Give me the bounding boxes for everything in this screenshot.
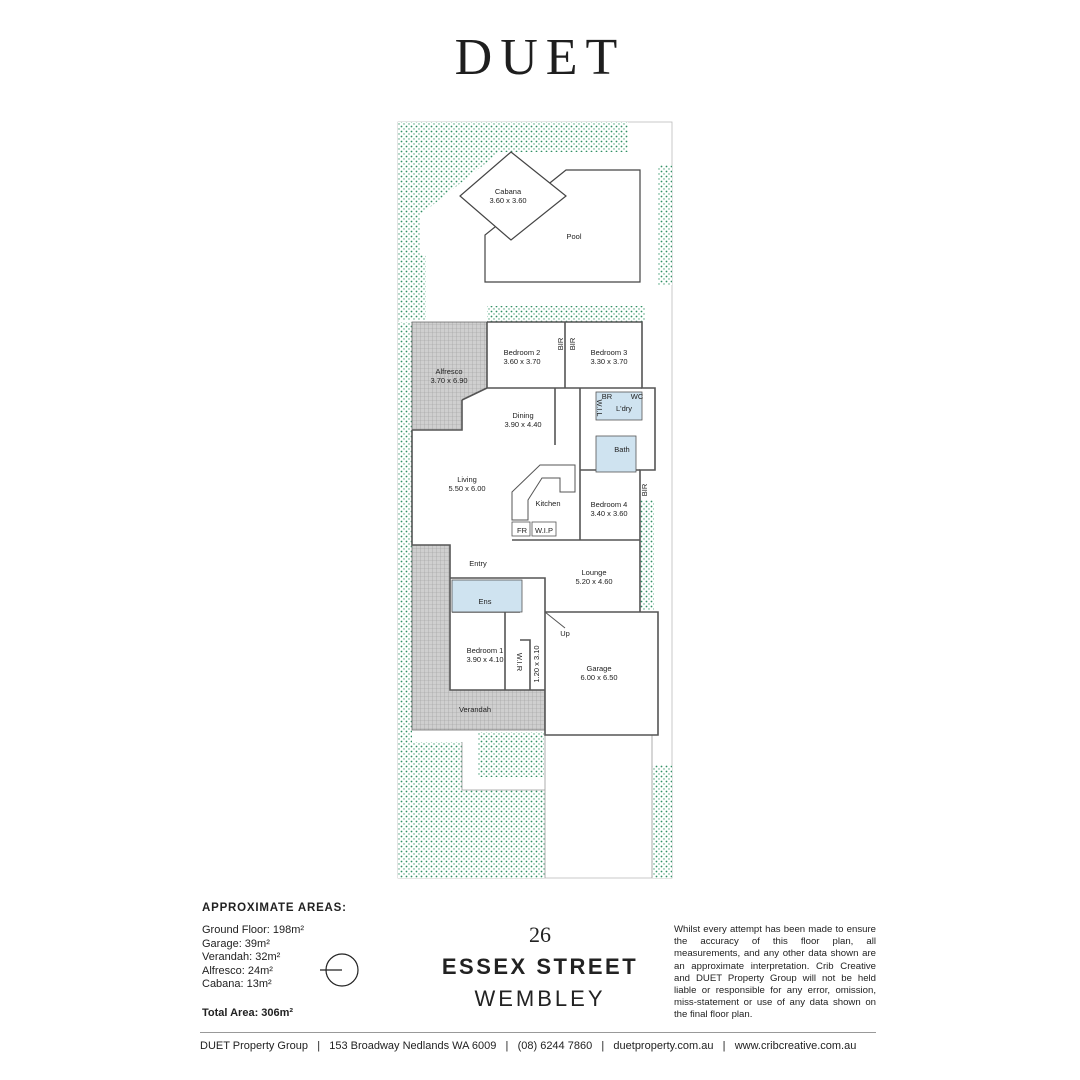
room-size: 3.40 x 3.60 xyxy=(590,509,627,518)
area-item: Garage: 39m² xyxy=(202,937,270,950)
br-label: BR xyxy=(602,392,613,401)
area-item: Alfresco: 24m² xyxy=(202,964,273,977)
cabana xyxy=(459,151,567,241)
room-size: 3.60 x 3.70 xyxy=(503,357,540,366)
footer-separator: | xyxy=(601,1040,605,1052)
wip-label: W.I.P xyxy=(535,526,553,535)
ensuite-label: Ens xyxy=(479,597,492,606)
bir-label: BIR xyxy=(640,483,649,496)
areas-title: APPROXIMATE AREAS: xyxy=(202,902,347,914)
room-name: Cabana xyxy=(495,187,522,196)
room-name: Garage xyxy=(586,664,611,673)
total-area: Total Area: 306m² xyxy=(202,1007,294,1019)
area-item: Verandah: 32m² xyxy=(202,951,281,964)
side-garden-rear xyxy=(398,255,426,320)
bath-tiles xyxy=(595,435,637,473)
room-name: Verandah xyxy=(459,705,491,714)
footer-separator: | xyxy=(722,1040,726,1052)
laundry-tiles xyxy=(595,391,643,421)
room-name: Alfresco xyxy=(435,367,462,376)
west-garden-front xyxy=(398,545,412,745)
room-name: Lounge xyxy=(581,568,606,577)
suburb: WEMBLEY xyxy=(474,986,606,1011)
room-name: Living xyxy=(457,475,477,484)
fridge-label: FR xyxy=(517,526,528,535)
footer-separator: | xyxy=(505,1040,509,1052)
room-name: Bedroom 1 xyxy=(467,646,504,655)
wir-size-label: 1.20 x 3.10 xyxy=(532,645,541,682)
east-garden-strip xyxy=(658,165,672,285)
wc-label: WC xyxy=(631,392,644,401)
room-name: Pool xyxy=(566,232,581,241)
room-size: 5.20 x 4.60 xyxy=(575,577,612,586)
ensuite-tiles xyxy=(451,579,523,613)
footer-address: 153 Broadway Nedlands WA 6009 xyxy=(329,1040,497,1052)
street-number: 26 xyxy=(529,922,551,947)
laundry-label: L'dry xyxy=(616,404,632,413)
room-size: 3.70 x 6.90 xyxy=(430,376,467,385)
verandah-paving xyxy=(411,544,546,731)
room-size: 3.90 x 4.10 xyxy=(466,655,503,664)
front-garden-bed xyxy=(478,732,544,777)
stairs-up-label: Up xyxy=(560,629,570,638)
room-name: Kitchen xyxy=(535,499,560,508)
west-garden-strip xyxy=(398,322,412,545)
front-lawn xyxy=(398,742,545,878)
bath-label: Bath xyxy=(614,445,629,454)
footer-divider xyxy=(200,1032,876,1033)
room-size: 3.30 x 3.70 xyxy=(590,357,627,366)
duet-logo: DUET xyxy=(454,29,626,86)
east-garden-mid xyxy=(640,500,654,610)
room-labels: Cabana 3.60 x 3.60 Pool Bedroom 2 3.60 x… xyxy=(430,187,627,714)
footer-separator: | xyxy=(317,1040,321,1052)
room-size: 5.50 x 6.00 xyxy=(448,484,485,493)
wil-label: W.I.L xyxy=(595,399,604,416)
pool xyxy=(484,169,641,283)
area-item: Ground Floor: 198m² xyxy=(202,924,305,936)
room-name: Bedroom 2 xyxy=(504,348,541,357)
disclaimer: Whilst every attempt has been made to en… xyxy=(674,924,876,1021)
bir-label: BIR xyxy=(568,337,577,350)
rear-garden xyxy=(398,122,628,265)
bir-label: BIR xyxy=(556,337,565,350)
room-name: Dining xyxy=(512,411,533,420)
garden-strip-bedrooms xyxy=(487,306,645,322)
footer-company: DUET Property Group xyxy=(200,1040,309,1052)
street-name: ESSEX STREET xyxy=(441,954,639,979)
room-name: Entry xyxy=(469,559,487,568)
footer-phone: (08) 6244 7860 xyxy=(517,1040,593,1052)
footer-website[interactable]: duetproperty.com.au xyxy=(613,1040,714,1052)
room-size: 3.60 x 3.60 xyxy=(489,196,526,205)
east-garden-front xyxy=(652,765,672,878)
footer: DUET Property Group | 153 Broadway Nedla… xyxy=(200,1040,880,1052)
area-item: Cabana: 13m² xyxy=(202,978,272,991)
room-name: Bedroom 4 xyxy=(591,500,628,509)
room-size: 3.90 x 4.40 xyxy=(504,420,541,429)
room-name: Bedroom 3 xyxy=(591,348,628,357)
small-labels: BIR BIR BIR W.I.L L'dry BR WC Bath Ens F… xyxy=(479,337,649,682)
areas-list: Ground Floor: 198m² Garage: 39m² Veranda… xyxy=(202,924,304,992)
room-size: 6.00 x 6.50 xyxy=(580,673,617,682)
wir-label: W.I.R xyxy=(515,653,524,672)
footer-credit[interactable]: www.cribcreative.com.au xyxy=(734,1040,857,1052)
north-compass-icon xyxy=(320,953,359,987)
